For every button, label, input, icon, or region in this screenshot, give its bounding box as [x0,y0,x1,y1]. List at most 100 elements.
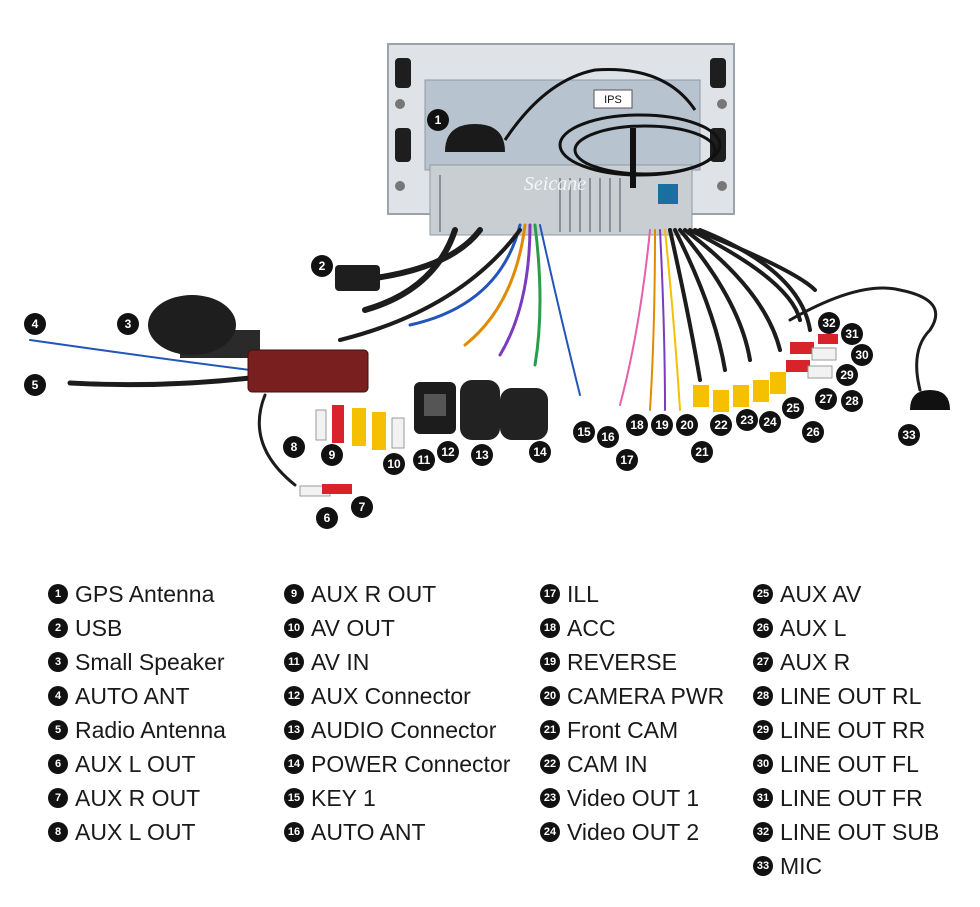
svg-text:8: 8 [291,440,298,454]
legend-label: MIC [780,853,823,879]
svg-text:23: 23 [740,413,754,427]
legend-number: 13 [284,719,304,740]
legend-label: CAM IN [567,751,648,777]
legend-number: 22 [540,753,560,774]
callout-2: 2 [311,255,333,277]
callout-21: 21 [691,441,713,463]
callout-19: 19 [651,414,673,436]
svg-text:5: 5 [32,378,39,392]
callout-30: 30 [851,344,873,366]
legend-label: Front CAM [567,717,679,743]
legend-number: 29 [753,719,773,740]
svg-text:12: 12 [441,445,455,459]
svg-text:33: 33 [902,428,916,442]
legend-label: AUX Connector [311,683,471,709]
harness-connectors [414,380,548,440]
brand-watermark: Seicane [524,173,586,195]
svg-text:31: 31 [845,327,859,341]
legend-label: Small Speaker [75,649,225,675]
callout-7: 7 [351,496,373,518]
legend-label: USB [75,615,123,641]
svg-text:22: 22 [714,418,728,432]
legend-number: 31 [753,787,773,808]
legend-label: KEY 1 [311,785,376,811]
callout-10: 10 [383,453,405,475]
svg-text:19: 19 [655,418,669,432]
legend-label: REVERSE [567,649,677,675]
legend-label: Video OUT 2 [567,819,700,845]
legend-label: AUTO ANT [75,683,190,709]
svg-text:16: 16 [601,430,615,444]
callout-33: 33 [898,424,920,446]
legend-item: 2 USB [48,611,226,645]
svg-text:6: 6 [324,511,331,525]
legend-number: 1 [48,583,68,604]
callout-4: 4 [24,313,46,335]
callout-12: 12 [437,441,459,463]
legend-number: 17 [540,583,560,604]
callout-5: 5 [24,374,46,396]
rca-plugs [299,334,838,497]
callout-25: 25 [782,397,804,419]
wiring-diagram: IPS Seicane [24,43,950,529]
svg-text:11: 11 [418,453,431,467]
head-unit: IPS Seicane [387,43,735,236]
legend-number: 23 [540,787,560,808]
legend-item: 4 AUTO ANT [48,679,226,713]
svg-text:14: 14 [533,445,547,459]
legend-label: CAMERA PWR [567,683,725,709]
callout-29: 29 [836,364,858,386]
callout-13: 13 [471,444,493,466]
legend-number: 25 [753,583,773,604]
callout-15: 15 [573,421,595,443]
svg-text:1: 1 [435,113,442,127]
svg-text:2: 2 [319,259,326,273]
legend-number: 16 [284,821,304,842]
legend-number: 15 [284,787,304,808]
legend-label: AV OUT [311,615,395,641]
svg-text:18: 18 [630,418,644,432]
legend-number: 18 [540,617,560,638]
svg-text:24: 24 [763,415,777,429]
callout-22: 22 [710,414,732,436]
legend-number: 7 [48,787,68,808]
callout-24: 24 [759,411,781,433]
legend-number: 11 [284,651,304,672]
svg-text:21: 21 [695,445,709,459]
legend-label: ILL [567,581,599,607]
legend-number: 4 [48,685,68,706]
svg-text:26: 26 [806,425,820,439]
callout-23: 23 [736,409,758,431]
legend-number: 26 [753,617,773,638]
legend-number: 30 [753,753,773,774]
legend-number: 33 [753,855,773,876]
svg-text:3: 3 [125,317,132,331]
callout-32: 32 [818,312,840,334]
callout-20: 20 [676,414,698,436]
legend-number: 2 [48,617,68,638]
legend-number: 27 [753,651,773,672]
callout-8: 8 [283,436,305,458]
legend-number: 14 [284,753,304,774]
